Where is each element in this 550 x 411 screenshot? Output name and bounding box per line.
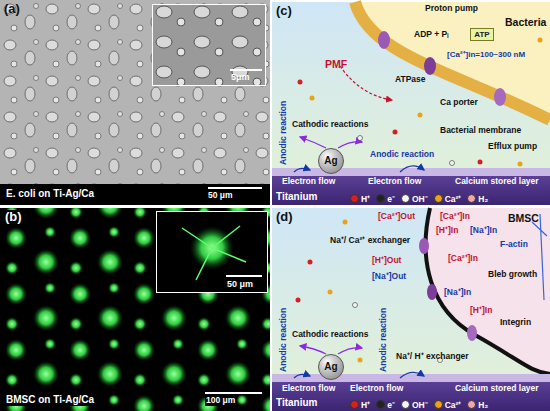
annotation-label: Electron flow bbox=[368, 177, 421, 187]
node-text: Titanium bbox=[276, 397, 317, 409]
legend-item: H⁺ bbox=[350, 193, 370, 204]
annotation-label: Anodic reaction bbox=[279, 308, 289, 372]
sem-panel: (a) E. coli on Ti-Ag/Ca 5μm bbox=[0, 0, 270, 205]
annotation-label: Anodic reaction bbox=[370, 150, 434, 160]
legend-item: OH⁻ bbox=[401, 399, 428, 410]
annotation-label: Electron flow bbox=[350, 384, 403, 394]
annotation-label: Calcium stored layer bbox=[455, 384, 539, 394]
fluorescence-panel: (b) BMSC on Ti-Ag/Ca 50 μm bbox=[0, 208, 270, 411]
annotation-label: Electron flow bbox=[282, 384, 335, 394]
annotation-label: [H⁺]In bbox=[436, 226, 458, 236]
legend-row: H⁺ e⁻ OH⁻ Ca²⁺ H₂ bbox=[350, 399, 494, 410]
annotation-label: [Ca²⁺]in=100~300 nM bbox=[447, 50, 525, 59]
annotation-label: ADP + Pᵢ bbox=[414, 30, 448, 40]
legend-text: H⁺ bbox=[361, 399, 370, 410]
annotation-label: ATPase bbox=[395, 75, 426, 85]
silver-particle: Ag bbox=[318, 354, 344, 380]
legend-item: e⁻ bbox=[376, 399, 395, 410]
legend-item: H₂ bbox=[467, 194, 488, 204]
annotation-label: BMSC bbox=[508, 212, 539, 224]
annotation-label: Bacterial membrane bbox=[440, 126, 521, 136]
legend-swatch bbox=[434, 400, 443, 409]
annotation-label: Electron flow bbox=[282, 177, 335, 187]
node-text: Titanium bbox=[276, 191, 317, 203]
legend-row: H⁺ e⁻ OH⁻ Ca²⁺ H₂ bbox=[350, 193, 494, 204]
legend-text: H₂ bbox=[478, 400, 488, 410]
node-text: (a) bbox=[4, 2, 20, 17]
legend-swatch bbox=[376, 194, 385, 203]
legend-item: OH⁻ bbox=[401, 193, 428, 204]
annotation-label: PMF bbox=[325, 58, 347, 70]
annotation-label: [Na⁺]In bbox=[470, 226, 497, 236]
annotation-label: Cathodic reactions bbox=[292, 120, 369, 130]
annotation-label: 100 μm bbox=[205, 396, 236, 406]
legend-swatch bbox=[434, 194, 443, 203]
node-text: Ag bbox=[324, 155, 337, 167]
annotation-label: Na⁺/ Ca²⁺ exchanger bbox=[330, 236, 410, 246]
fluorescence-inset: 50 μm bbox=[156, 211, 268, 293]
legend-item: H₂ bbox=[467, 400, 488, 410]
legend-text: H₂ bbox=[478, 194, 488, 204]
node-text: ATP bbox=[474, 30, 489, 39]
legend-item: e⁻ bbox=[376, 193, 395, 204]
annotation-label: 50 μm bbox=[208, 191, 233, 201]
node-text: E. coli on Ti-Ag/Ca bbox=[4, 188, 96, 200]
legend-swatch bbox=[376, 400, 385, 409]
annotation-label: Bacteria bbox=[505, 16, 546, 28]
node-text: BMSC on Ti-Ag/Ca bbox=[4, 394, 96, 406]
annotation-label: Bleb growth bbox=[488, 270, 537, 280]
annotation-label: Integrin bbox=[500, 318, 531, 328]
annotation-label: [Ca²⁺]Out bbox=[378, 212, 415, 222]
legend-text: e⁻ bbox=[387, 399, 395, 410]
node-text: 5μm bbox=[231, 72, 250, 82]
atp-box: ATP bbox=[470, 28, 494, 41]
legend-item: H⁺ bbox=[350, 399, 370, 410]
node-text: (b) bbox=[4, 210, 23, 225]
legend-text: Ca²⁺ bbox=[445, 193, 462, 204]
legend-text: e⁻ bbox=[387, 193, 395, 204]
annotation-label: [Ca²⁺]In bbox=[440, 212, 470, 222]
legend-swatch bbox=[350, 194, 359, 203]
legend-swatch bbox=[467, 194, 476, 203]
annotation-label: Cathodic reactions bbox=[292, 330, 369, 340]
legend-text: OH⁻ bbox=[412, 399, 428, 410]
legend-text: OH⁻ bbox=[412, 193, 428, 204]
annotation-label: Efflux pump bbox=[488, 142, 537, 152]
annotation-label: Anodic reaction bbox=[379, 308, 389, 372]
annotation-label: Ca porter bbox=[440, 98, 478, 108]
legend-swatch bbox=[401, 194, 410, 203]
legend-swatch bbox=[467, 400, 476, 409]
node-text: Ag bbox=[324, 361, 337, 373]
silver-particle: Ag bbox=[318, 148, 344, 174]
annotation-label: Na⁺/ H⁺ exchanger bbox=[396, 352, 469, 362]
node-text: (d) bbox=[276, 210, 293, 225]
annotation-label: Calcium stored layer bbox=[455, 177, 539, 187]
annotation-label: [H⁺]Out bbox=[372, 256, 401, 266]
annotation-label: [Ca²⁺]In bbox=[448, 254, 478, 264]
annotation-label: [H⁺]In bbox=[470, 306, 492, 316]
annotation-label: [Na⁺]Out bbox=[372, 272, 406, 282]
annotation-label: Proton pump bbox=[425, 4, 478, 14]
sem-inset: 5μm bbox=[152, 4, 266, 86]
legend-text: Ca²⁺ bbox=[445, 399, 462, 410]
node-text: (c) bbox=[276, 4, 292, 19]
legend-item: Ca²⁺ bbox=[434, 399, 462, 410]
legend-item: Ca²⁺ bbox=[434, 193, 462, 204]
node-text: 50 μm bbox=[227, 279, 253, 289]
legend-text: H⁺ bbox=[361, 193, 370, 204]
annotation-label: [Na⁺]In bbox=[444, 288, 471, 298]
annotation-label: Anodic reaction bbox=[279, 101, 289, 165]
schematic-panel: (d) AgTitanium bbox=[272, 208, 550, 411]
legend-swatch bbox=[350, 400, 359, 409]
annotation-label: F-actin bbox=[500, 240, 528, 250]
schematic-panel: (c) AgTitanium ATP bbox=[272, 2, 550, 205]
legend-swatch bbox=[401, 400, 410, 409]
